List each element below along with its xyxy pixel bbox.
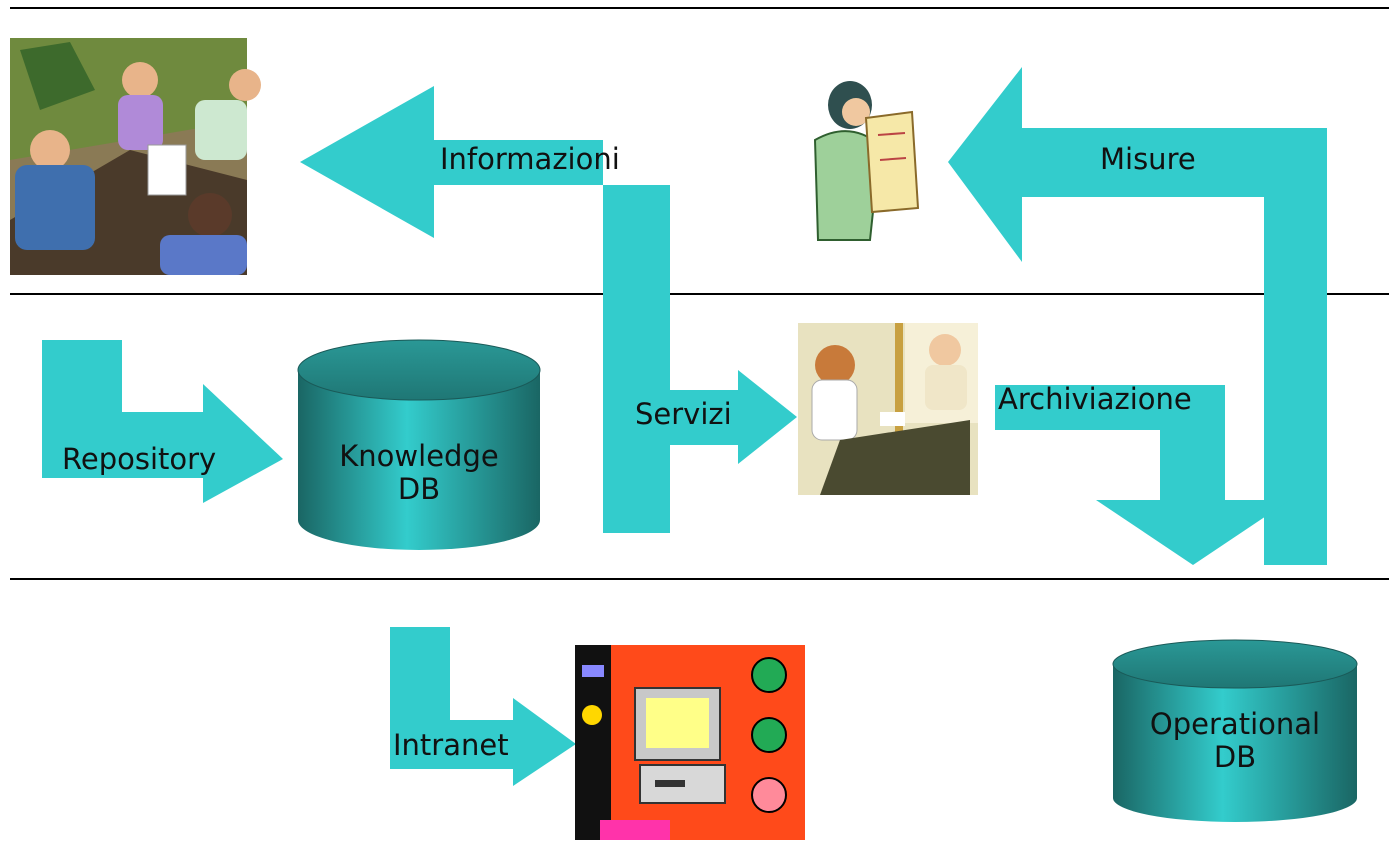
intranet-label: Intranet	[393, 728, 509, 762]
operational-db-label: Operational DB	[1130, 707, 1340, 775]
repository-arrow	[42, 340, 283, 503]
service-counter-clipart	[798, 323, 978, 495]
woman-scroll-clipart	[813, 81, 920, 241]
knowledge-db-line2: DB	[397, 472, 441, 507]
meeting-clipart	[10, 38, 261, 275]
archiviazione-label: Archiviazione	[998, 382, 1192, 416]
computer-clipart	[575, 645, 805, 840]
repository-label: Repository	[62, 442, 217, 476]
knowledge-db-cylinder	[297, 339, 541, 550]
servizi-label: Servizi	[635, 397, 732, 431]
operational-db-line1: Operational	[1149, 707, 1321, 741]
informazioni-arrow	[300, 86, 670, 533]
knowledge-db-label: Knowledge DB	[319, 439, 519, 507]
servizi-arrow	[603, 370, 797, 464]
informazioni-arrow-shaft	[603, 185, 670, 533]
misure-arrow	[948, 67, 1327, 565]
misure-label: Misure	[1100, 142, 1196, 176]
operational-db-line2: DB	[1213, 740, 1257, 775]
archiviazione-arrow	[995, 385, 1290, 565]
knowledge-db-line1: Knowledge	[339, 439, 499, 473]
informazioni-label: Informazioni	[440, 142, 620, 176]
operational-db-cylinder	[1112, 639, 1358, 822]
intranet-arrow	[390, 627, 576, 786]
